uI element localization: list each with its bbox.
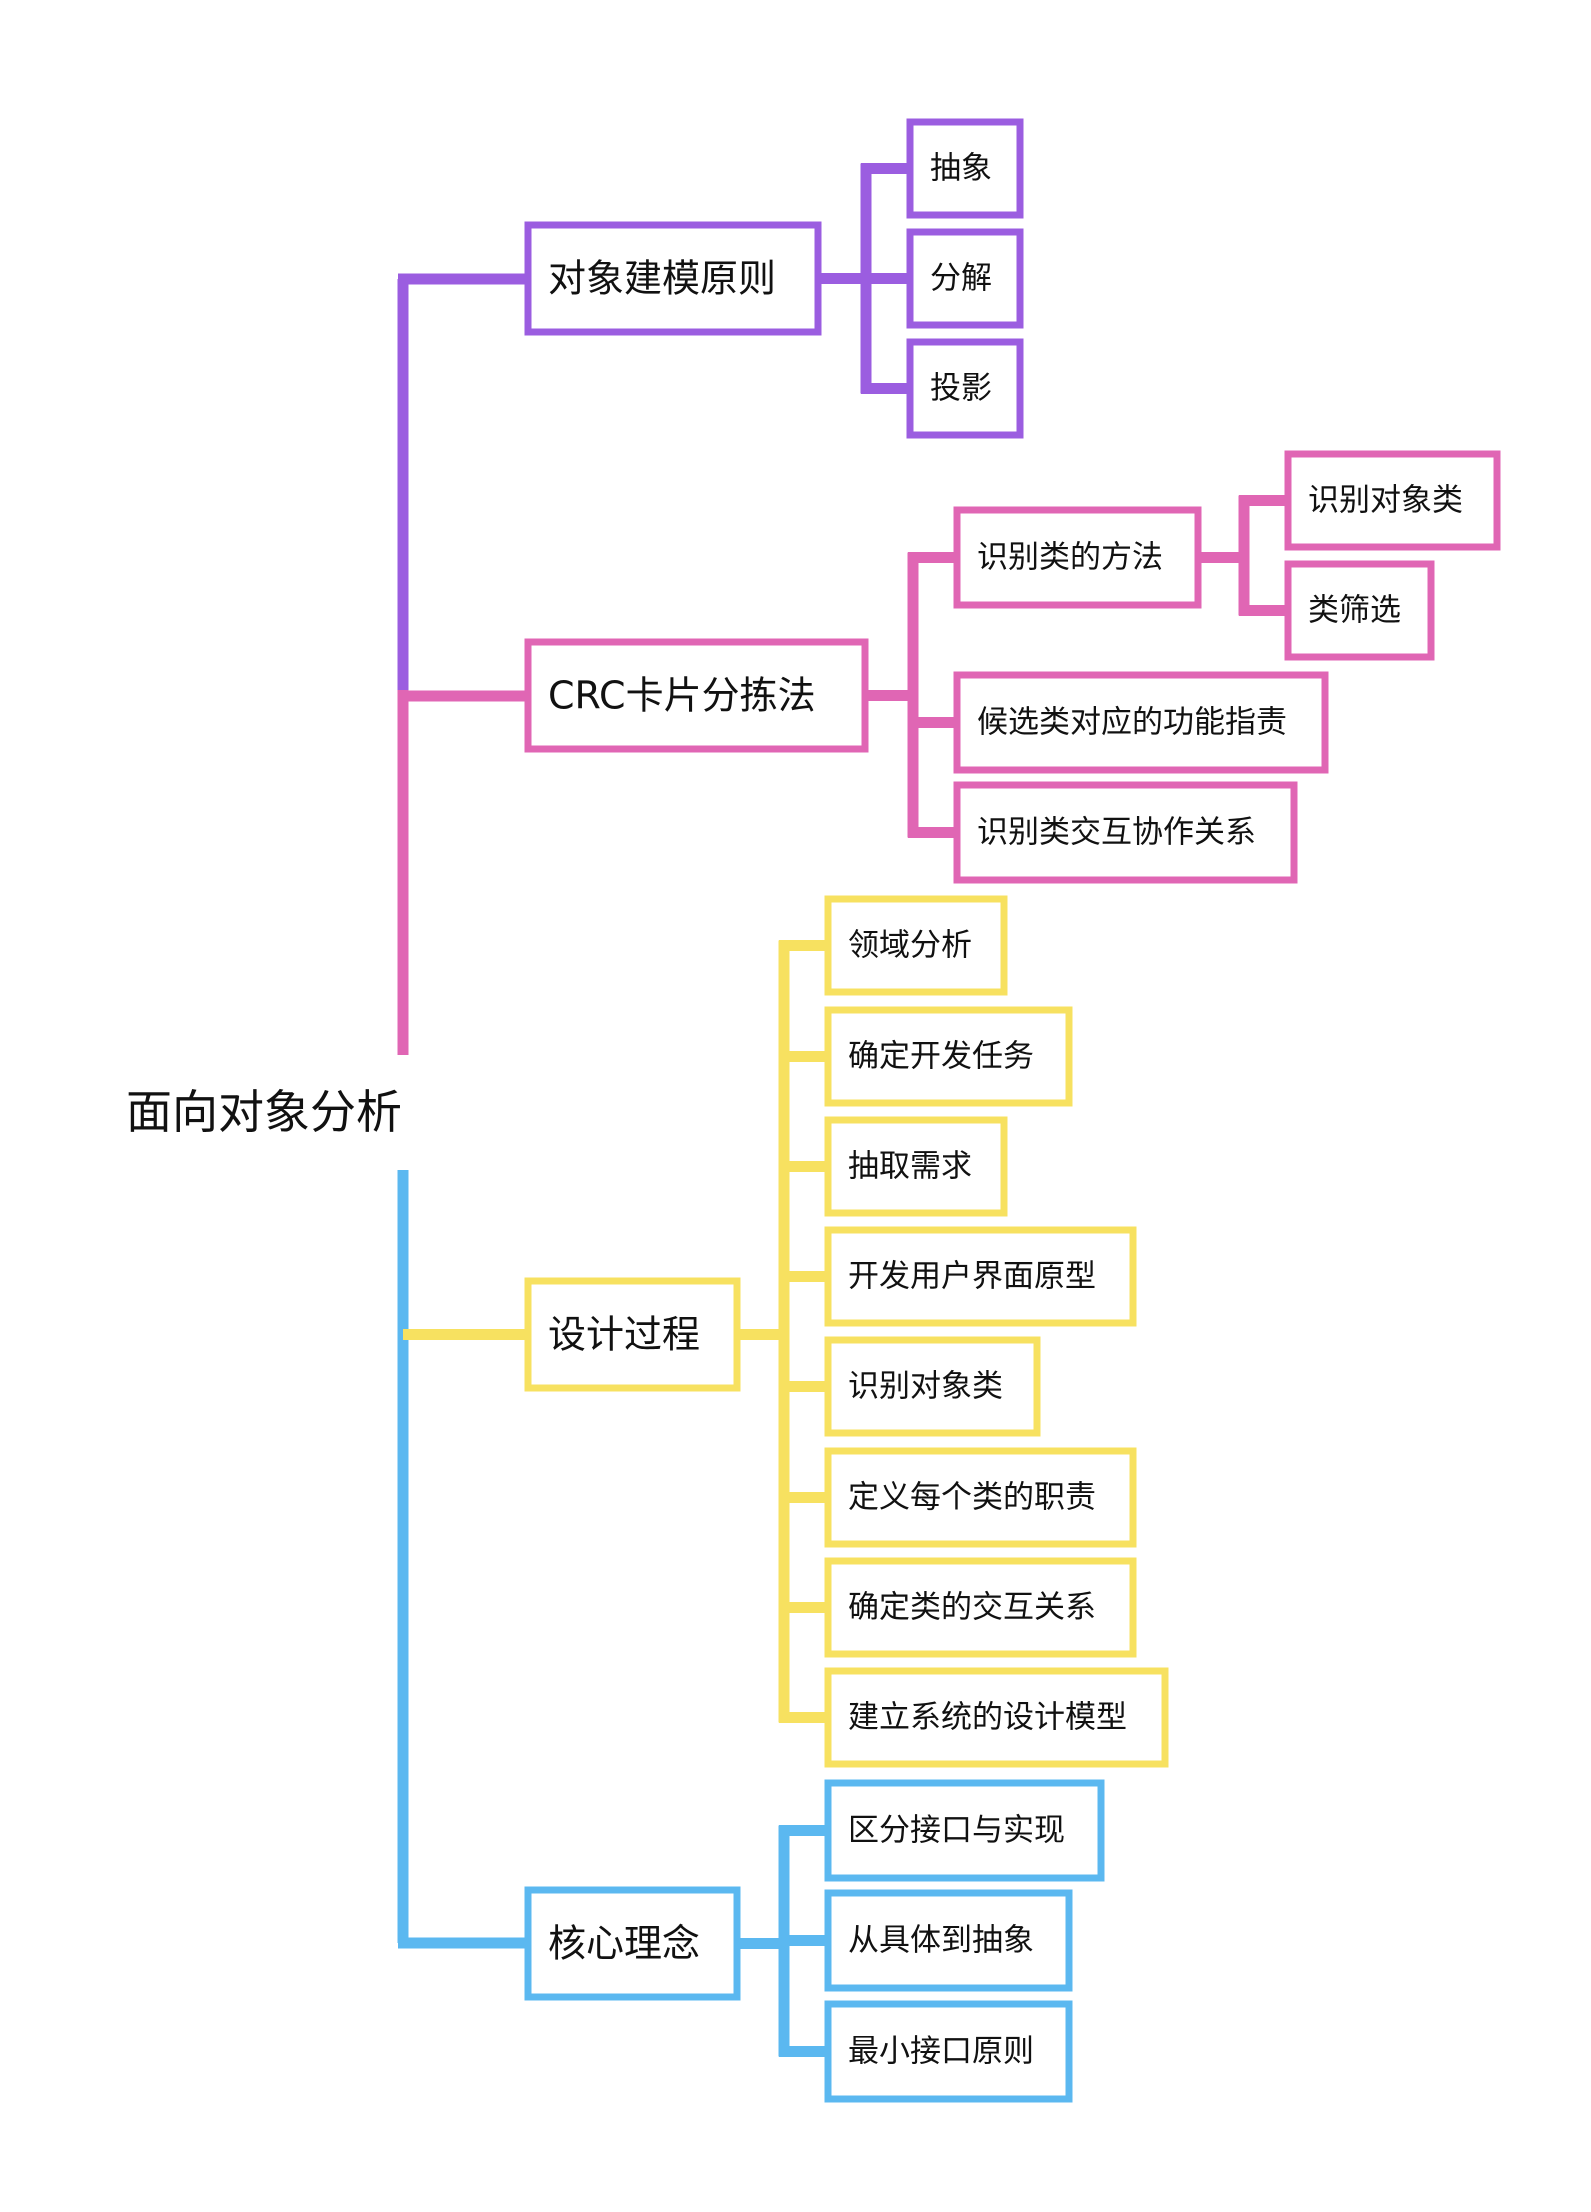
branch-node-2-box (524, 1277, 741, 1392)
branch-1-child-node-1-box (953, 671, 1329, 774)
branch-2-child-node-3[interactable]: 开发用户界面原型 (824, 1226, 1137, 1327)
branch-2-child-node-5[interactable]: 定义每个类的职责 (824, 1447, 1137, 1548)
branch-2-child-node-1-label: 确定开发任务 (848, 1039, 1034, 1075)
branch-node-1-box (524, 638, 869, 753)
branch-1-child-0-grandchild-node-0[interactable]: 识别对象类 (1284, 450, 1501, 551)
branch-3-child-node-1-box (824, 1889, 1073, 1992)
branch-node-0[interactable]: 对象建模原则 (524, 221, 822, 336)
branch-2-child-node-7-box (824, 1667, 1169, 1768)
branch-node-3-label: 核心理念 (548, 1922, 700, 1966)
branch-1-child-node-0[interactable]: 识别类的方法 (953, 506, 1202, 609)
branch-3-child-node-1[interactable]: 从具体到抽象 (824, 1889, 1073, 1992)
branch-1-child-node-2-box (953, 781, 1298, 884)
branch-2-child-node-2-label: 抽取需求 (848, 1149, 972, 1185)
branch-2-child-node-0[interactable]: 领域分析 (824, 895, 1008, 996)
branch-node-3-box (524, 1886, 741, 2001)
branch-0-child-node-1-label: 分解 (930, 261, 992, 297)
branch-1-child-node-0-label: 识别类的方法 (977, 540, 1163, 576)
branch-0-child-node-1[interactable]: 分解 (906, 228, 1024, 329)
branch-2-child-node-3-box (824, 1226, 1137, 1327)
branch-2-child-node-2[interactable]: 抽取需求 (824, 1116, 1008, 1217)
branch-0-child-node-2-label: 投影 (930, 371, 992, 407)
branch-0-child-node-0[interactable]: 抽象 (906, 118, 1024, 219)
branch-2-child-node-6-label: 确定类的交互关系 (848, 1590, 1096, 1626)
branch-2-child-node-7[interactable]: 建立系统的设计模型 (824, 1667, 1169, 1768)
branch-1-child-node-1-label: 候选类对应的功能指责 (977, 705, 1287, 741)
branch-2-child-node-4[interactable]: 识别对象类 (824, 1336, 1041, 1437)
branch-1-child-node-0-box (953, 506, 1202, 609)
branch-0-child-node-2-box (906, 338, 1024, 439)
branch-0-child-node-2[interactable]: 投影 (906, 338, 1024, 439)
branch-node-2-label: 设计过程 (548, 1313, 700, 1357)
branch-2-child-node-0-label: 领域分析 (848, 928, 972, 964)
branch-3-child-node-2-box (824, 2000, 1073, 2103)
branch-node-1-label: CRC卡片分拣法 (548, 674, 816, 718)
branch-0-child-node-0-label: 抽象 (930, 151, 992, 187)
branch-1-child-0-grandchild-node-1[interactable]: 类筛选 (1284, 560, 1435, 661)
branch-3-child-node-1-label: 从具体到抽象 (848, 1923, 1034, 1959)
branch-node-3[interactable]: 核心理念 (524, 1886, 741, 2001)
branch-1-child-node-1[interactable]: 候选类对应的功能指责 (953, 671, 1329, 774)
branch-node-0-box (524, 221, 822, 336)
branch-1-child-0-grandchild-node-1-box (1284, 560, 1435, 661)
branch-1-child-0-grandchild-node-0-box (1284, 450, 1501, 551)
branch-2-child-node-0-box (824, 895, 1008, 996)
branch-2-child-node-1[interactable]: 确定开发任务 (824, 1006, 1073, 1107)
branch-node-1[interactable]: CRC卡片分拣法 (524, 638, 869, 753)
branch-2-child-node-4-label: 识别对象类 (848, 1369, 1003, 1405)
branch-3-child-node-2-label: 最小接口原则 (848, 2034, 1034, 2070)
branch-2-child-node-3-label: 开发用户界面原型 (848, 1259, 1096, 1295)
branch-3-child-node-0-box (824, 1779, 1105, 1882)
branch-3-child-node-0-label: 区分接口与实现 (848, 1813, 1065, 1849)
branch-1-child-0-grandchild-node-0-label: 识别对象类 (1308, 483, 1463, 519)
branch-2-child-node-5-box (824, 1447, 1137, 1548)
branch-2-child-node-6-box (824, 1557, 1137, 1658)
branch-1-child-0-grandchild-node-1-label: 类筛选 (1308, 593, 1401, 629)
connectors (397, 163, 1288, 2057)
branch-2-child-node-4-box (824, 1336, 1041, 1437)
branch-node-2[interactable]: 设计过程 (524, 1277, 741, 1392)
branch-1-child-node-2-label: 识别类交互协作关系 (977, 815, 1256, 851)
nodes: 对象建模原则抽象分解投影CRC卡片分拣法识别类的方法识别对象类类筛选候选类对应的… (524, 118, 1501, 2103)
branch-2-child-node-6[interactable]: 确定类的交互关系 (824, 1557, 1137, 1658)
branch-2-child-node-1-box (824, 1006, 1073, 1107)
branch-3-child-node-0[interactable]: 区分接口与实现 (824, 1779, 1105, 1882)
branch-2-child-node-2-box (824, 1116, 1008, 1217)
branch-node-0-label: 对象建模原则 (548, 257, 776, 301)
branch-3-child-node-2[interactable]: 最小接口原则 (824, 2000, 1073, 2103)
branch-1-child-node-2[interactable]: 识别类交互协作关系 (953, 781, 1298, 884)
root-node-label[interactable]: 面向对象分析 (126, 1085, 402, 1139)
branch-0-child-node-0-box (906, 118, 1024, 219)
branch-2-child-node-7-label: 建立系统的设计模型 (848, 1700, 1127, 1736)
branch-2-child-node-5-label: 定义每个类的职责 (848, 1480, 1096, 1516)
branch-0-child-node-1-box (906, 228, 1024, 329)
